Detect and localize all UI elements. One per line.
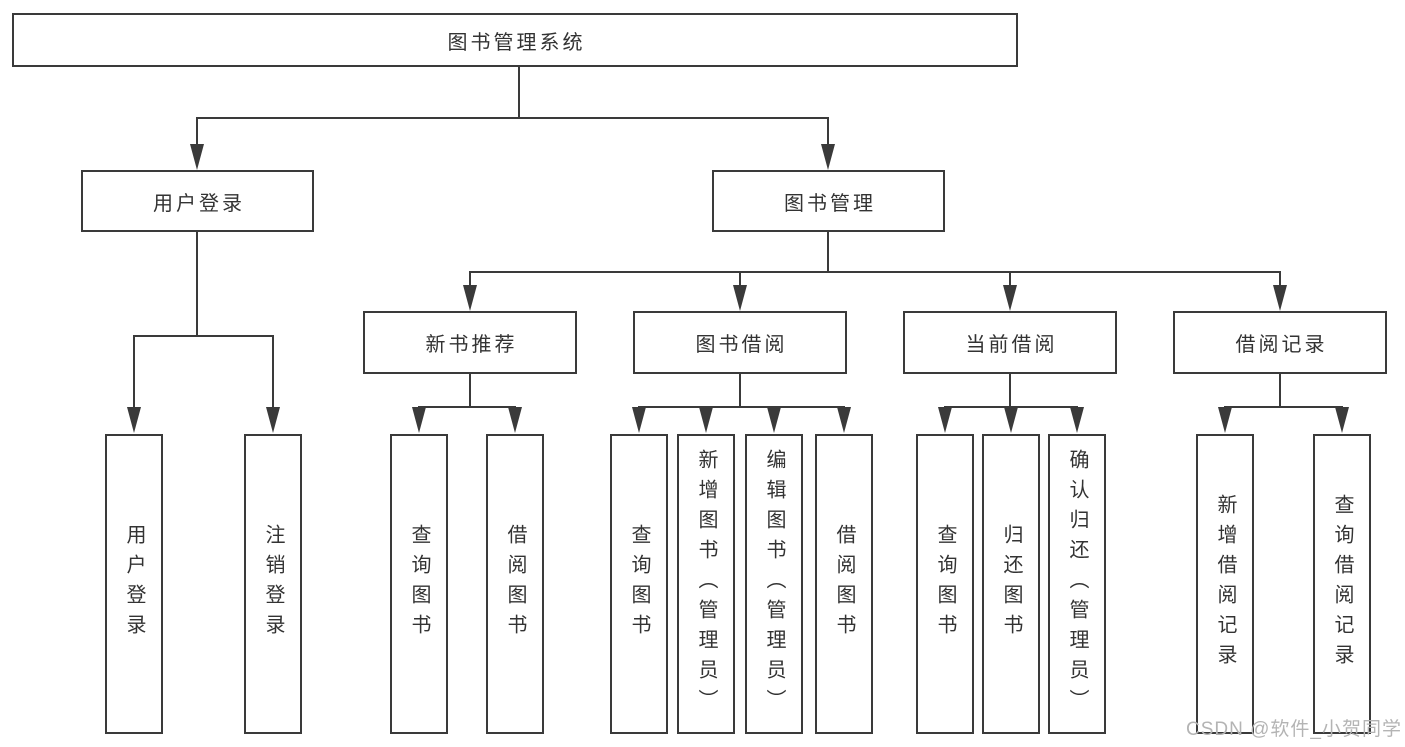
connector-line [469,374,471,407]
connector-line [827,117,829,146]
arrow-down-icon [266,407,280,433]
leaf-label: 新增图书（管理员） [695,449,717,719]
leaf-label: 编辑图书（管理员） [763,449,785,719]
arrow-down-icon [821,144,835,170]
leaf-edit-book-admin: 编辑图书（管理员） [745,434,803,734]
connector-line [1224,406,1343,408]
node-borrowing-records: 借阅记录 [1173,311,1387,374]
connector-line [1009,271,1011,285]
leaf-label: 查询图书 [934,524,956,644]
connector-line [1279,374,1281,407]
connector-line [133,335,135,408]
arrow-down-icon [699,407,713,433]
arrow-down-icon [767,407,781,433]
node-new-book-recommendation: 新书推荐 [363,311,577,374]
leaf-return-book: 归还图书 [982,434,1040,734]
connector-line [739,271,741,285]
leaf-label: 注销登录 [262,524,284,644]
leaf-label: 借阅图书 [833,524,855,644]
arrow-down-icon [508,407,522,433]
arrow-down-icon [1003,285,1017,311]
connector-line [196,232,198,337]
leaf-label: 借阅图书 [504,524,526,644]
connector-line [272,335,274,408]
arrow-down-icon [632,407,646,433]
leaf-label: 确认归还（管理员） [1066,449,1088,719]
leaf-add-borrow-record: 新增借阅记录 [1196,434,1254,734]
leaf-borrow-books-2: 借阅图书 [815,434,873,734]
csdn-watermark: CSDN @软件_小贺同学 [1186,719,1402,740]
arrow-down-icon [1335,407,1349,433]
leaf-label: 用户登录 [123,524,145,644]
connector-line [469,271,471,285]
connector-line [1279,271,1281,285]
leaf-borrow-books-1: 借阅图书 [486,434,544,734]
leaf-label: 新增借阅记录 [1214,494,1236,674]
leaf-add-book-admin: 新增图书（管理员） [677,434,735,734]
leaf-user-login: 用户登录 [105,434,163,734]
node-current-borrowing: 当前借阅 [903,311,1117,374]
arrow-down-icon [1004,407,1018,433]
arrow-down-icon [127,407,141,433]
node-library-system: 图书管理系统 [12,13,1018,67]
leaf-label: 查询图书 [408,524,430,644]
arrow-down-icon [463,285,477,311]
arrow-down-icon [733,285,747,311]
node-book-management: 图书管理 [712,170,945,232]
connector-line [196,117,829,119]
connector-line [469,271,1281,273]
connector-line [638,406,845,408]
connector-line [518,67,520,117]
arrow-down-icon [1218,407,1232,433]
arrow-down-icon [1070,407,1084,433]
leaf-query-borrow-record: 查询借阅记录 [1313,434,1371,734]
leaf-query-books-1: 查询图书 [390,434,448,734]
leaf-label: 查询图书 [628,524,650,644]
leaf-logout-login: 注销登录 [244,434,302,734]
arrow-down-icon [412,407,426,433]
connector-line [418,406,516,408]
arrow-down-icon [1273,285,1287,311]
leaf-query-books-3: 查询图书 [916,434,974,734]
connector-line [133,335,274,337]
arrow-down-icon [938,407,952,433]
leaf-label: 归还图书 [1000,524,1022,644]
arrow-down-icon [837,407,851,433]
connector-line [827,232,829,272]
node-book-borrowing: 图书借阅 [633,311,847,374]
connector-line [196,117,198,146]
leaf-label: 查询借阅记录 [1331,494,1353,674]
arrow-down-icon [190,144,204,170]
leaf-confirm-return-admin: 确认归还（管理员） [1048,434,1106,734]
leaf-query-books-2: 查询图书 [610,434,668,734]
connector-line [739,374,741,407]
node-user-login: 用户登录 [81,170,314,232]
connector-line [1009,374,1011,407]
